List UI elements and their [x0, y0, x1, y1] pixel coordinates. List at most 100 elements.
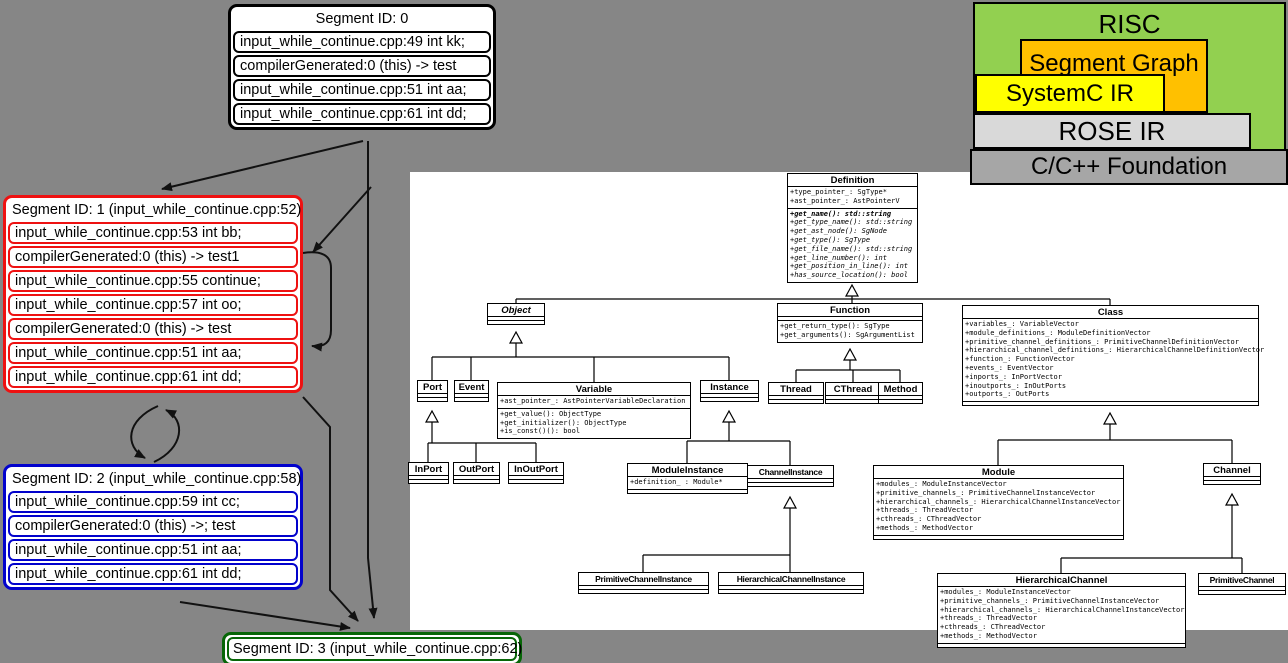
uml-class-inport: InPort	[408, 462, 449, 484]
uml-attr: +methods_: MethodVector	[876, 523, 973, 532]
uml-method: +get_initializer(): ObjectType	[500, 418, 627, 427]
uml-class-title: Method	[883, 384, 918, 395]
uml-inherit-definition-children	[515, 296, 1111, 305]
uml-class-title: Event	[458, 382, 485, 393]
uml-attr: +cthreads_: CThreadVector	[876, 515, 982, 524]
segment-title: Segment ID: 1 (input_while_continue.cpp:…	[12, 202, 302, 218]
uml-triangle-definition	[844, 283, 860, 297]
uml-attr: +inoutports_: InOutPorts	[965, 381, 1067, 390]
uml-attr: +primitive_channels_: PrimitiveChannelIn…	[940, 596, 1160, 605]
uml-attr: +primitive_channel_definitions_: Primiti…	[965, 337, 1239, 346]
segment-statement: input_while_continue.cpp:61 int dd;	[8, 563, 298, 585]
uml-attr: +function_: FunctionVector	[965, 355, 1075, 364]
uml-inherit-object-children	[431, 343, 730, 382]
layer-rose-ir: ROSE IR	[973, 113, 1251, 149]
uml-method: +get_name(): std::string	[790, 209, 892, 218]
uml-inherit-channel-children	[1060, 505, 1243, 573]
edge-seg1-to-seg2	[130, 405, 159, 459]
uml-class-module: Module +modules_: ModuleInstanceVector +…	[873, 465, 1124, 540]
uml-attr: +module_definitions_: ModuleDefinitionVe…	[965, 328, 1151, 337]
layer-label: ROSE IR	[1058, 116, 1166, 146]
uml-triangle-channelinstance	[782, 495, 798, 509]
uml-class-primitivechannelinstance: PrimitiveChannelInstance	[578, 572, 709, 594]
uml-class-title: InOutPort	[514, 464, 558, 475]
segment-statement: input_while_continue.cpp:51 int aa;	[8, 539, 298, 561]
uml-class-title: Channel	[1213, 465, 1251, 476]
uml-class-inoutport: InOutPort	[508, 462, 564, 484]
uml-method: +get_value(): ObjectType	[500, 409, 602, 418]
uml-inherit-class-children	[997, 424, 1233, 465]
uml-method: +get_position_in_line(): int	[790, 262, 909, 271]
uml-attr: +modules_: ModuleInstanceVector	[940, 588, 1071, 596]
uml-attr: +type_pointer_: SgType*	[790, 188, 887, 196]
uml-class-title: Object	[501, 305, 531, 316]
uml-attr: +hierarchical_channel_definitions_: Hier…	[965, 346, 1265, 355]
segment-title: Segment ID: 2 (input_while_continue.cpp:…	[12, 471, 302, 487]
edge-seg0-to-seg3	[367, 141, 378, 619]
layer-label: Segment Graph	[1029, 50, 1199, 77]
uml-attr: +threads_: ThreadVector	[876, 506, 973, 515]
uml-class-hierarchicalchannel: HierarchicalChannel +modules_: ModuleIns…	[937, 573, 1186, 648]
segment-statement: compilerGenerated:0 (this) -> test	[8, 318, 298, 340]
uml-class-title: PrimitiveChannel	[1209, 575, 1275, 585]
uml-class-title: Class	[1097, 307, 1124, 318]
segment-statement: input_while_continue.cpp:57 int oo;	[8, 294, 298, 316]
uml-class-class: Class +variables_: VariableVector +modul…	[962, 305, 1265, 407]
layer-label: SystemC IR	[1005, 79, 1134, 107]
edge-seg1-selfloop	[302, 251, 332, 352]
uml-triangle-port	[424, 409, 440, 423]
uml-class-hierarchicalchannelinstance: HierarchicalChannelInstance	[718, 572, 864, 594]
uml-attr: +hierarchical_channels_: HierarchicalCha…	[876, 497, 1121, 506]
layer-systemc-ir: SystemC IR	[975, 74, 1165, 113]
uml-class-title: Port	[423, 382, 442, 393]
uml-class-title: HierarchicalChannelInstance	[736, 574, 846, 584]
segment-statement: input_while_continue.cpp:49 int kk;	[233, 31, 491, 53]
uml-attr: +hierarchical_channels_: HierarchicalCha…	[940, 605, 1185, 614]
uml-class-event: Event	[454, 380, 489, 402]
uml-class-method: Method	[878, 382, 923, 404]
layer-label: C/C++ Foundation	[1030, 153, 1228, 180]
segment-1-box: Segment ID: 1 (input_while_continue.cpp:…	[3, 195, 303, 393]
uml-method: +get_type_name(): std::string	[790, 218, 913, 227]
uml-class-cthread: CThread	[825, 382, 881, 404]
uml-class-title: Module	[981, 467, 1016, 478]
segment-statement: input_while_continue.cpp:51 int aa;	[8, 342, 298, 364]
segment-3-box: Segment ID: 3 (input_while_continue.cpp:…	[222, 632, 522, 663]
edge-seg2-to-seg3	[179, 601, 351, 631]
uml-class-function: Function +get_return_type(): SgType +get…	[777, 303, 923, 343]
uml-method: +get_ast_node(): SgNode	[790, 227, 887, 236]
uml-method: +has_source_location(): bool	[790, 271, 909, 280]
uml-inherit-instance-children	[686, 422, 791, 465]
segment-title: Segment ID: 3 (input_while_continue.cpp:…	[227, 637, 522, 661]
uml-attr: +methods_: MethodVector	[940, 631, 1037, 640]
edge-seg1-to-seg3	[302, 396, 359, 622]
uml-triangle-instance	[721, 409, 737, 423]
uml-triangle-class	[1102, 411, 1118, 425]
uml-class-object: Object	[487, 303, 545, 325]
uml-inherit-function-children	[795, 360, 901, 382]
uml-class-variable: Variable +ast_pointer_: AstPointerVariab…	[497, 382, 691, 440]
uml-method: +get_return_type(): SgType	[780, 322, 890, 330]
uml-attr: +variables_: VariableVector	[965, 320, 1079, 328]
uml-class-port: Port	[417, 380, 448, 402]
uml-class-title: Definition	[830, 175, 875, 186]
segment-statement: input_while_continue.cpp:53 int bb;	[8, 222, 298, 244]
edge-seg0-to-seg1	[161, 140, 364, 192]
uml-class-title: Variable	[575, 384, 613, 395]
uml-attr: +primitive_channels_: PrimitiveChannelIn…	[876, 488, 1096, 497]
layer-foundation: C/C++ Foundation	[970, 149, 1288, 185]
edge-to-seg1-right	[312, 186, 372, 253]
uml-attr: +threads_: ThreadVector	[940, 614, 1037, 623]
uml-attr: +outports_: OutPorts	[965, 390, 1050, 399]
uml-triangle-object	[508, 330, 524, 344]
uml-class-channel: Channel	[1203, 463, 1261, 485]
segment-statement: input_while_continue.cpp:61 int dd;	[8, 366, 298, 388]
uml-class-title: HierarchicalChannel	[1015, 575, 1108, 586]
uml-method: +get_type(): SgType	[790, 235, 871, 244]
uml-class-title: PrimitiveChannelInstance	[595, 574, 692, 584]
segment-statement: compilerGenerated:0 (this) -> test	[233, 55, 491, 77]
edge-seg2-to-seg1	[153, 409, 181, 463]
uml-inherit-port-children	[427, 422, 537, 462]
uml-class-title: ChannelInstance	[758, 467, 823, 477]
uml-class-definition: Definition +type_pointer_: SgType* +ast_…	[787, 173, 918, 283]
